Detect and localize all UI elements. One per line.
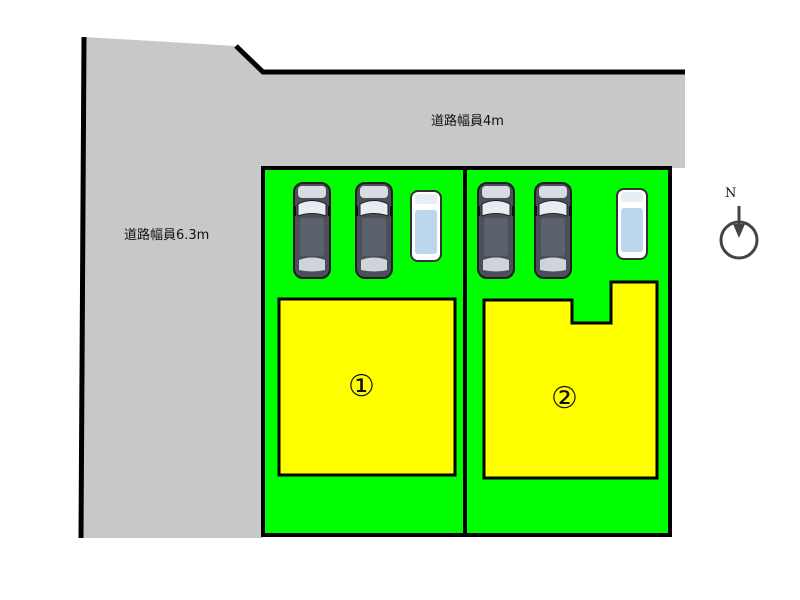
car-light (616, 188, 648, 260)
lot-number-1: ① (348, 369, 375, 404)
road-north (263, 72, 685, 168)
north-label: N (725, 186, 737, 201)
road-label-west: 道路幅員6.3m (124, 228, 210, 243)
road-edge-line (234, 44, 685, 75)
lot-number-2: ② (551, 381, 578, 416)
car-dark (292, 182, 332, 279)
car-dark (354, 182, 394, 279)
building-2 (482, 280, 659, 480)
car-light (410, 190, 442, 262)
road-west (81, 37, 263, 538)
building-1 (277, 297, 457, 477)
north-arrow-icon (719, 206, 759, 260)
car-dark (476, 182, 516, 279)
road-edge-line (78, 36, 87, 539)
car-dark (533, 182, 573, 279)
road-label-north: 道路幅員4m (431, 114, 504, 129)
